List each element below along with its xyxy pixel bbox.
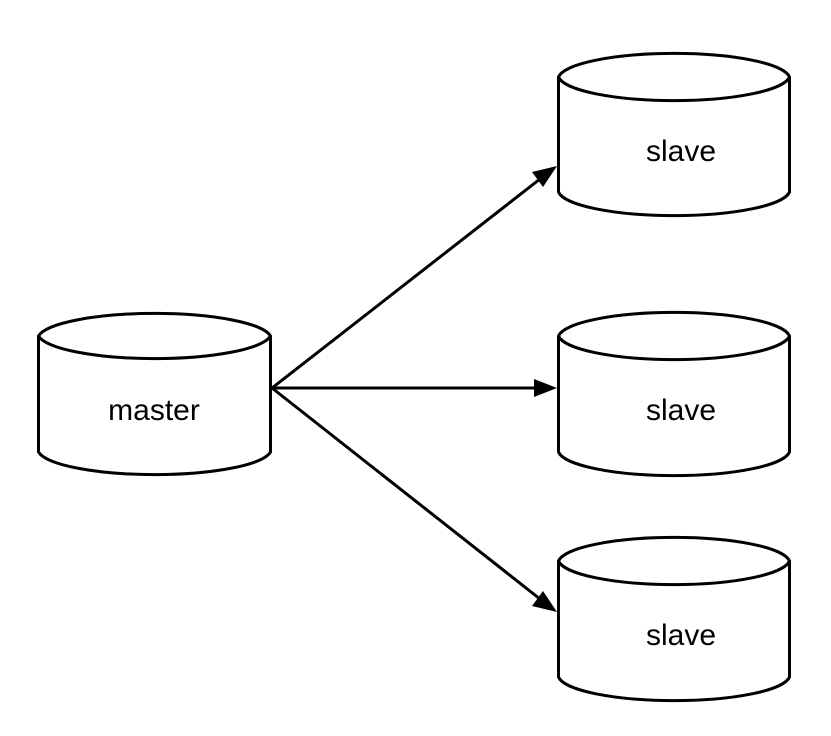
node-slave-3[interactable]: slave <box>557 535 791 703</box>
edge-master-to-slave-2[interactable] <box>272 379 557 397</box>
node-slave-1[interactable]: slave <box>557 51 791 218</box>
node-slave-3-rim <box>557 560 791 587</box>
node-slave-1-rim <box>557 76 791 103</box>
node-master-body <box>37 311 272 477</box>
node-master-rim <box>37 335 272 361</box>
edge-group <box>271 166 557 612</box>
edge-master-to-slave-1[interactable] <box>271 166 557 390</box>
node-master[interactable]: master <box>37 311 272 477</box>
edge-master-to-slave-2-arrowhead <box>534 379 557 397</box>
node-slave-3-body <box>557 535 791 703</box>
node-slave-2-rim <box>557 335 791 362</box>
edge-master-to-slave-3-line <box>271 386 541 601</box>
node-slave-1-body <box>557 51 791 218</box>
edge-master-to-slave-3[interactable] <box>271 386 557 612</box>
edge-master-to-slave-1-arrowhead <box>532 166 557 187</box>
node-slave-2[interactable]: slave <box>557 310 791 478</box>
node-slave-2-body <box>557 310 791 478</box>
edge-master-to-slave-3-arrowhead <box>532 591 557 612</box>
edge-master-to-slave-1-line <box>271 177 541 390</box>
